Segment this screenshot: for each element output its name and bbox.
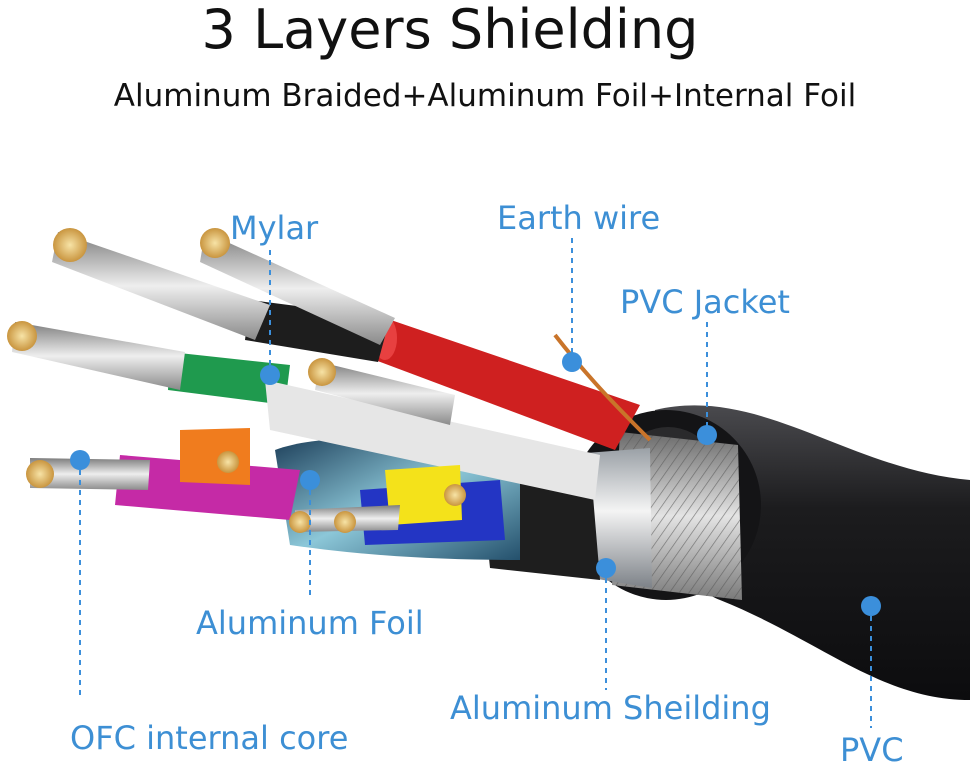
ofc-core-callout-dot [70,450,90,470]
label-pvc: PVC [840,731,904,769]
diagram-title: 3 Layers Shielding [201,0,699,61]
pvc-jacket-callout-dot [697,425,717,445]
label-pvc-jacket: PVC Jacket [620,283,790,321]
label-aluminum-sheilding: Aluminum Sheilding [450,689,771,727]
mylar-callout-dot [260,365,280,385]
pvc-callout-dot [861,596,881,616]
label-earth-wire: Earth wire [497,199,661,237]
label-ofc-core: OFC internal core [70,719,349,757]
label-aluminum-foil: Aluminum Foil [196,604,424,642]
label-mylar: Mylar [230,209,319,247]
aluminum-foil-callout-dot [300,470,320,490]
earth-wire-callout-dot [562,352,582,372]
aluminum-sheilding-callout-dot [596,558,616,578]
diagram-subtitle: Aluminum Braided+Aluminum Foil+Internal … [113,78,857,114]
